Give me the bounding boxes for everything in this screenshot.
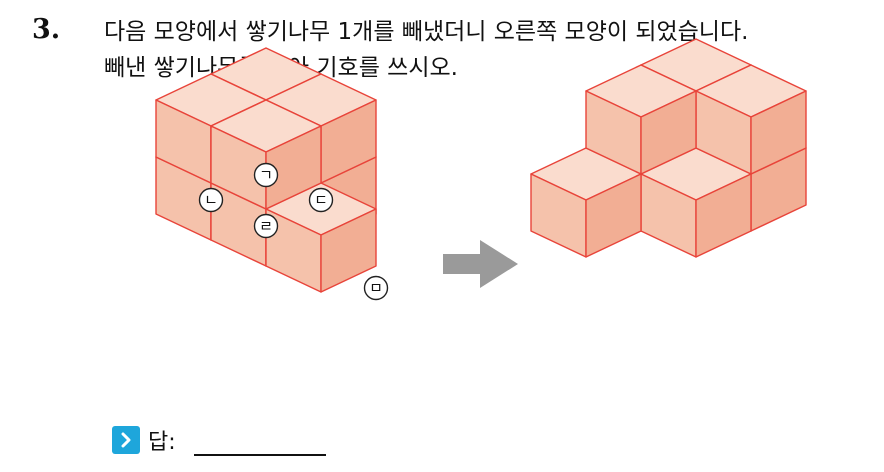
question-line-1: 다음 모양에서 쌓기나무 1개를 빼냈더니 오른쪽 모양이 되었습니다. <box>104 19 749 45</box>
cube-right-face <box>750 90 807 175</box>
chevron-right-icon <box>112 426 140 454</box>
cube-right-face <box>640 90 697 175</box>
answer-blank[interactable] <box>193 424 326 456</box>
svg-text:ㅁ: ㅁ <box>369 279 383 297</box>
cube-right-face <box>320 208 377 293</box>
cube-right-face <box>265 125 322 210</box>
answer-area: 답: <box>112 420 326 460</box>
label-rieul: ㄹ <box>253 213 279 239</box>
right-cube-shape <box>530 38 807 258</box>
cube-labels: ㄱ ㄴ ㄷ ㄹ ㅁ <box>198 162 389 301</box>
answer-label: 답: <box>148 430 176 455</box>
svg-text:ㄴ: ㄴ <box>204 191 218 209</box>
cube-right-face <box>585 173 642 258</box>
question-text: 다음 모양에서 쌓기나무 1개를 빼냈더니 오른쪽 모양이 되었습니다. 빼낸 … <box>104 14 874 86</box>
svg-text:ㄹ: ㄹ <box>259 217 273 235</box>
label-mieum: ㅁ <box>363 275 389 301</box>
label-nieun: ㄴ <box>198 187 224 213</box>
label-digeut: ㄷ <box>308 187 334 213</box>
right-arrow-icon <box>443 240 518 288</box>
svg-text:ㄱ: ㄱ <box>259 166 273 184</box>
svg-text:ㄷ: ㄷ <box>314 191 328 209</box>
label-giyeok: ㄱ <box>253 162 279 188</box>
question-number: 3. <box>32 14 61 45</box>
left-cube-shape <box>155 47 377 293</box>
cube-right-face <box>695 173 752 258</box>
